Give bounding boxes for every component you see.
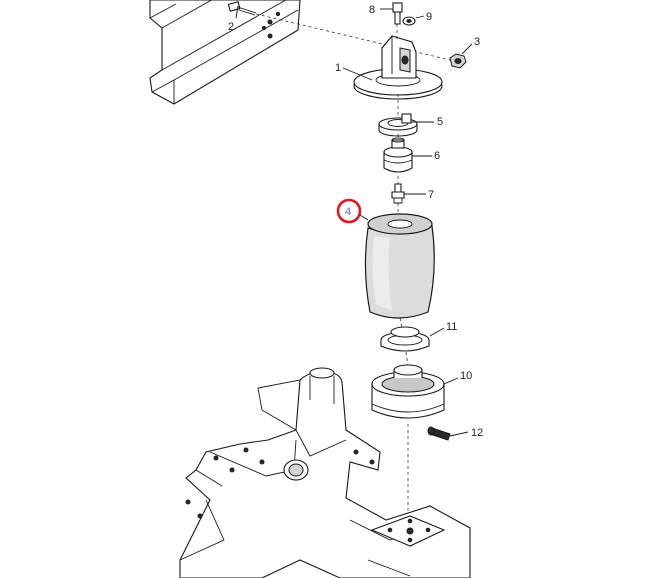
highlight-ring xyxy=(336,198,362,224)
upper-mount-plate-part-1 xyxy=(353,35,443,100)
callout-6: 6 xyxy=(434,150,440,162)
air-spring-bellow-part-4 xyxy=(364,213,435,319)
bolt-part-12 xyxy=(427,426,451,441)
callout-3: 3 xyxy=(474,36,480,48)
highlighted-callout-4[interactable]: 4 xyxy=(336,198,362,224)
leader-9 xyxy=(415,15,425,19)
axis-4-11 xyxy=(399,317,403,329)
leader-2 xyxy=(235,5,239,19)
bushing-part-6 xyxy=(383,137,413,173)
axis-11-10 xyxy=(405,351,409,366)
callout-7: 7 xyxy=(428,189,434,201)
callout-12: 12 xyxy=(471,427,483,439)
leader-10 xyxy=(443,377,459,385)
callout-10: 10 xyxy=(460,370,472,382)
leader-11 xyxy=(429,327,445,337)
ring-part-11 xyxy=(380,326,430,352)
callout-4: 4 xyxy=(345,206,352,218)
callout-8: 8 xyxy=(369,4,375,16)
washer-part-9 xyxy=(402,16,416,26)
frame-rail xyxy=(149,0,301,105)
bolt-part-8 xyxy=(392,2,403,25)
axle-frame-assembly xyxy=(179,367,471,578)
callout-1: 1 xyxy=(335,62,341,74)
leader-3 xyxy=(461,43,473,55)
callout-9: 9 xyxy=(426,11,432,23)
cap-part-5 xyxy=(378,113,418,137)
piston-part-10 xyxy=(371,364,445,419)
callout-5: 5 xyxy=(437,116,443,128)
stud-part-7 xyxy=(391,183,405,204)
bolt-part-2 xyxy=(227,1,257,16)
callout-2: 2 xyxy=(228,21,234,33)
leader-12 xyxy=(449,431,469,437)
nut-part-3 xyxy=(449,53,467,69)
callout-11: 11 xyxy=(446,321,457,333)
leader-1 xyxy=(342,67,373,81)
